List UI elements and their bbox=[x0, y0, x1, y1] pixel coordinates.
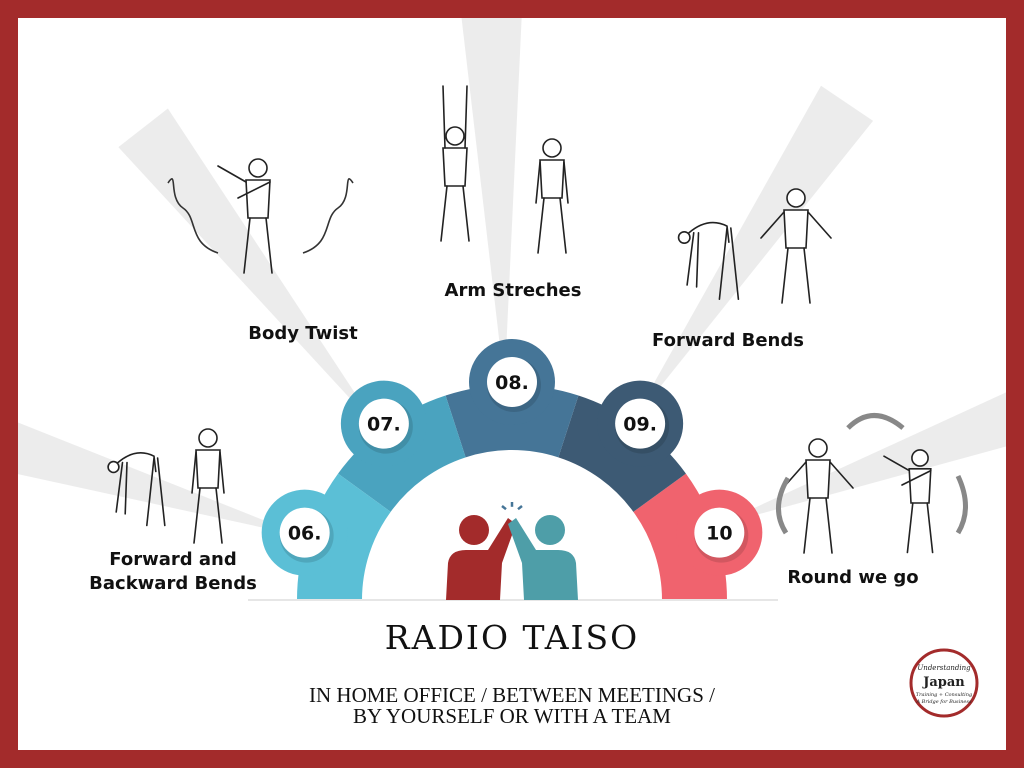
figure-round-1 bbox=[782, 438, 854, 554]
step-number: 07. bbox=[367, 414, 401, 436]
figure-backward-bend bbox=[191, 428, 225, 544]
svg-text:A Bridge for Business: A Bridge for Business bbox=[915, 699, 971, 705]
label-round-we-go: Round we go bbox=[787, 567, 919, 588]
base bbox=[18, 600, 1006, 610]
label-forward-backward-bends: Forward and Backward Bends bbox=[78, 548, 268, 596]
svg-text:Training + Consulting: Training + Consulting bbox=[916, 692, 972, 698]
step-number-badge bbox=[279, 507, 330, 558]
figure-forward-bend-2 bbox=[677, 221, 740, 301]
step-number-badge bbox=[358, 398, 409, 449]
label-line: Forward and bbox=[109, 549, 237, 570]
light-ray bbox=[714, 392, 1006, 527]
step-segment-09: 09. bbox=[558, 380, 686, 512]
light-rays bbox=[18, 18, 1006, 538]
label-forward-bends: Forward Bends bbox=[652, 330, 804, 351]
light-ray bbox=[461, 18, 522, 386]
figure-body-twist bbox=[217, 158, 273, 274]
step-number-badge bbox=[615, 398, 666, 449]
figure-forward-bend bbox=[107, 452, 166, 527]
figure-round-2 bbox=[883, 449, 934, 554]
figure-standing bbox=[535, 138, 569, 254]
subtitle-line-1: IN HOME OFFICE / BETWEEN MEETINGS / bbox=[309, 683, 715, 707]
high-five-icon bbox=[446, 502, 578, 600]
step-number: 10 bbox=[706, 523, 732, 545]
step-number: 09. bbox=[623, 414, 657, 436]
step-number: 06. bbox=[288, 523, 322, 545]
figure-arm-stretch bbox=[440, 85, 470, 242]
subtitle-line-2: BY YOURSELF OR WITH A TEAM bbox=[353, 704, 671, 728]
light-ray bbox=[118, 108, 380, 431]
label-body-twist: Body Twist bbox=[248, 323, 358, 344]
label-arm-streches: Arm Streches bbox=[444, 280, 582, 301]
light-ray bbox=[18, 422, 307, 538]
motion-arrows bbox=[167, 178, 354, 254]
figure-arms-out bbox=[760, 188, 832, 304]
step-segment-10: 10 bbox=[633, 473, 763, 600]
svg-text:Japan: Japan bbox=[922, 675, 965, 690]
step-number: 08. bbox=[495, 372, 529, 394]
page-title: RADIO TAISO bbox=[384, 618, 640, 657]
light-ray bbox=[632, 85, 874, 422]
step-segment-06: 06. bbox=[261, 473, 391, 600]
infographic-art: 10 09. 08. 07. 06. UnderstandingJapanTraining… bbox=[18, 18, 1006, 718]
step-segment-08: 08. bbox=[445, 339, 579, 458]
step-number-badge bbox=[487, 357, 537, 407]
label-line: Backward Bends bbox=[89, 573, 257, 594]
svg-text:Understanding: Understanding bbox=[917, 664, 971, 672]
rotation-arrows bbox=[776, 413, 968, 535]
step-number-badge bbox=[694, 507, 745, 558]
step-segment-07: 07. bbox=[338, 380, 466, 512]
